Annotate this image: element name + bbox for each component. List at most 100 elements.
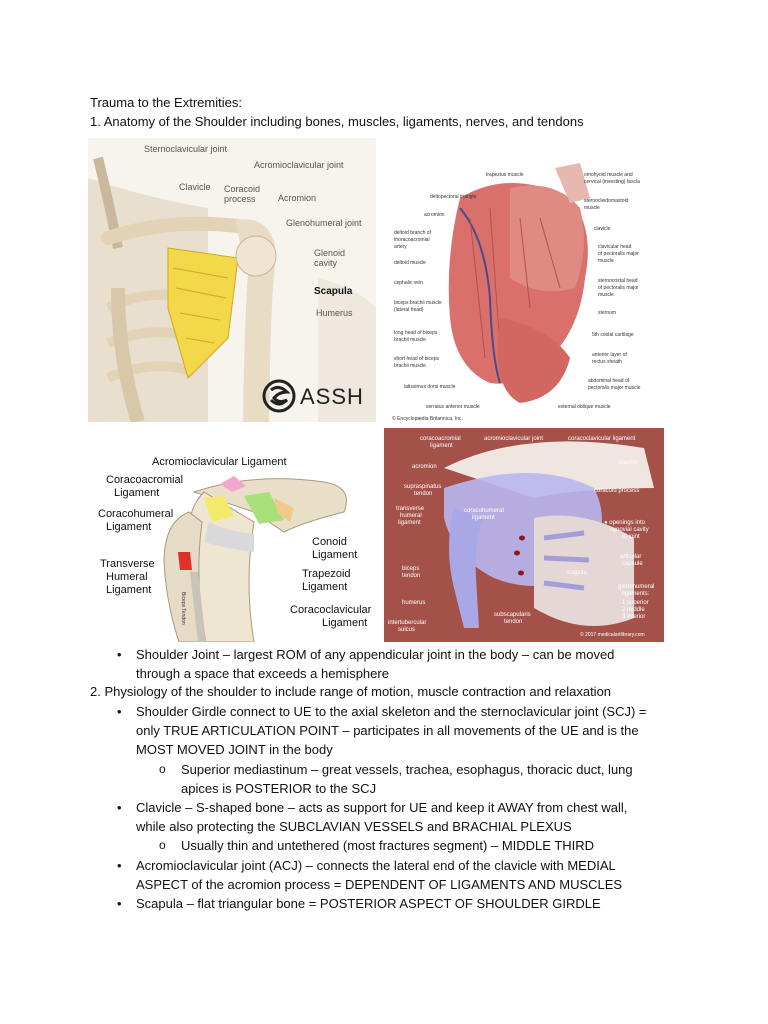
label-humerus: humerus <box>402 600 426 606</box>
label-clavicle: clavicle <box>594 226 611 232</box>
section-heading-physiology: 2. Physiology of the shoulder to include… <box>90 684 612 699</box>
label-humeral: Humeral <box>106 571 148 583</box>
sub-list-item: o Superior mediastinum – great vessels, … <box>159 760 633 798</box>
sub-bullet-marker: o <box>159 762 166 776</box>
label-clavicle: Clavicle <box>179 182 211 192</box>
label-trapezoid: Trapezoid <box>302 568 351 580</box>
label-trapezoid-ligament: Trapezoid Ligament <box>302 568 351 594</box>
label-deltopectoral-triangle: deltopectoral triangle <box>430 194 477 200</box>
label-coracoid-process: Coracoid process <box>224 184 260 204</box>
list-item: • Scapula – flat triangular bone = POSTE… <box>117 894 622 913</box>
label-coracoacromial-ligament-word: Ligament <box>114 487 160 499</box>
sub-list-item: o Usually thin and untethered (most frac… <box>159 836 595 855</box>
label-transverse-ligament-word: Ligament <box>106 584 152 596</box>
sub-list-scj: o Superior mediastinum – great vessels, … <box>159 760 633 798</box>
label-sternocostal: sternocostal head <box>598 278 638 284</box>
label-coracoclavicular-ligament: coracoclavicular ligament <box>568 436 636 442</box>
shoulder-muscles-illustration <box>448 163 590 403</box>
list-item: • Acromioclavicular joint (ACJ) – connec… <box>117 856 623 894</box>
capsule-labels: coracoacromial ligament acromioclavicula… <box>384 428 664 642</box>
sub-bullet-marker: o <box>159 838 166 852</box>
list-item-text: ASPECT of the acromion process = DEPENDE… <box>136 877 623 892</box>
label-transverse: Transverse <box>100 558 155 570</box>
label-coracoacromial-ligament: Coracoacromial Ligament <box>106 474 183 500</box>
shoulder-capsule-illustration <box>444 441 654 628</box>
label-sternoclavicular-joint: Sternoclavicular joint <box>144 144 228 154</box>
label-clavicle: clavicle <box>618 460 638 466</box>
bullet-list-anatomy: • Shoulder Joint – largest ROM of any ap… <box>117 645 614 683</box>
section-heading-anatomy: 1. Anatomy of the Shoulder including bon… <box>90 114 584 129</box>
shoulder-capsule-figure: coracoacromial ligament acromioclavicula… <box>384 428 664 642</box>
label-costal-cartilage: 5th costal cartilage <box>592 332 634 338</box>
label-sternum: sternum <box>598 310 617 316</box>
label-transverse-ligament: ligament <box>398 520 421 526</box>
label-middle: 2 middle <box>622 607 645 613</box>
label-acromioclavicular-joint: Acromioclavicular joint <box>254 160 344 170</box>
label-external-oblique: external oblique muscle <box>558 404 611 410</box>
list-item: • Clavicle – S-shaped bone – acts as sup… <box>117 798 627 836</box>
shoulder-ligaments-illustration <box>163 476 347 642</box>
label-glenohumeral: glenohumeral <box>618 584 655 590</box>
label-coracoacromial-ligament-word: ligament <box>430 443 453 449</box>
label-coracohumeral: coracohumeral <box>464 508 504 514</box>
label-glenoid-cavity: Glenoid cavity <box>314 248 345 268</box>
label-latissimus: latissimus dorsi muscle <box>404 384 456 390</box>
bullet-marker: • <box>117 704 122 719</box>
label-coracoacromial: coracoacromial <box>420 436 461 442</box>
label-abdominal-head: abdominal head of <box>588 378 630 384</box>
label-rectus-sheath-2: rectus sheath <box>592 359 623 365</box>
label-sternocostal-2: of pectoralis major <box>598 285 639 291</box>
label-acromion: acromion <box>424 212 445 218</box>
label-clavicular-head-2: of pectoralis major <box>598 251 639 257</box>
label-supraspinatus-tendon: tendon <box>414 491 433 497</box>
label-conoid-ligament-word: Ligament <box>312 549 358 561</box>
list-item-text: through a space that exceeds a hemispher… <box>136 666 389 681</box>
shoulder-ligaments-figure: Acromioclavicular Ligament Coracoacromia… <box>94 452 380 642</box>
label-cavity: cavity <box>314 258 338 268</box>
label-coracoacromial: Coracoacromial <box>106 474 184 486</box>
label-long-head-2: brachii muscle <box>394 337 426 343</box>
assh-logo-icon <box>262 379 296 413</box>
label-coracoid-process: coracoid process <box>594 488 640 494</box>
label-coracohumeral-ligament: Coracohumeral Ligament <box>98 508 173 534</box>
label-scapula: scapula <box>566 570 587 576</box>
label-coracoclavicular: Coracoclavicular <box>290 604 372 616</box>
label-scm-muscle: muscle <box>584 205 600 211</box>
list-item-text: while also protecting the SUBCLAVIAN VES… <box>136 819 572 834</box>
bullet-list-clavicle: • Clavicle – S-shaped bone – acts as sup… <box>117 798 627 836</box>
list-item-text: Superior mediastinum – great vessels, tr… <box>181 762 633 777</box>
label-subscapularis: subscapularis <box>494 612 531 618</box>
shoulder-muscles-figure: deltopectoral triangle acromion deltoid … <box>390 158 648 424</box>
label-rectus-sheath: anterior layer of <box>592 352 627 358</box>
label-articular: articular <box>620 554 642 560</box>
list-item: • Shoulder Joint – largest ROM of any ap… <box>117 645 614 683</box>
label-deltoid-branch: deltoid branch of <box>394 230 431 236</box>
label-biceps-tendon: Biceps Tendon <box>180 592 186 625</box>
label-acromion: acromion <box>412 464 437 470</box>
label-coracohumeral: Coracohumeral <box>98 508 174 520</box>
label-coracoclavicular-ligament-word: Ligament <box>322 617 368 629</box>
shoulder-skeleton-figure: Sternoclavicular joint Acromioclavicular… <box>88 138 376 422</box>
label-conoid-ligament: Conoid Ligament <box>312 536 357 562</box>
sub-list-clavicle: o Usually thin and untethered (most frac… <box>159 836 595 855</box>
list-item-text: Scapula – flat triangular bone = POSTERI… <box>136 896 601 911</box>
label-superior: 1 superior <box>622 600 649 606</box>
bullet-list-acj: • Acromioclavicular joint (ACJ) – connec… <box>117 856 623 913</box>
label-clavicular-head-3: muscle <box>598 258 614 264</box>
list-item-text: Acromioclavicular joint (ACJ) – connects… <box>136 858 616 873</box>
label-openings: ● openings into <box>604 520 645 526</box>
label-humeral: humeral <box>400 513 422 519</box>
label-long-head: long head of biceps <box>394 330 438 336</box>
label-short-head-2: brachii muscle <box>394 363 426 369</box>
label-acromioclavicular-joint: acromioclavicular joint <box>484 436 544 442</box>
list-item-text: Usually thin and untethered (most fractu… <box>181 838 595 853</box>
shoulder-skeleton-illustration <box>88 156 376 422</box>
medicalartlibrary-credit: © 2017 medicalartlibrary.com <box>580 632 645 638</box>
label-glenohumeral-joint: Glenohumeral joint <box>286 218 362 228</box>
label-deltoid-muscle: deltoid muscle <box>394 260 426 266</box>
label-glenoid: Glenoid <box>314 248 346 258</box>
document-title: Trauma to the Extremities: <box>90 95 242 110</box>
muscle-labels: deltopectoral triangle acromion deltoid … <box>390 158 648 424</box>
list-item-text: apices is POSTERIOR to the SCJ <box>181 781 377 796</box>
label-acromion: Acromion <box>278 193 317 203</box>
